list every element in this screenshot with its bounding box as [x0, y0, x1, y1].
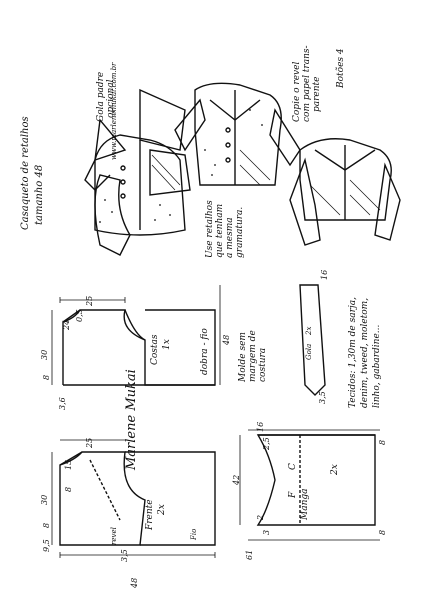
costas-piece [62, 309, 216, 386]
copie-line-1: Copie o revel [292, 61, 302, 122]
manga-piece [256, 434, 376, 526]
retalhos-line-4: gramatura. [235, 206, 245, 258]
manga-dim-2: 2 [256, 514, 265, 520]
costas-dim-36: 3,6 [58, 397, 67, 410]
manga-dim-25: 2,5 [262, 437, 271, 450]
frente-fio: Fio [190, 528, 198, 540]
frente-dim-15: 15 [64, 459, 73, 470]
manga-dim-42: 42 [232, 474, 241, 485]
signature: Marlene Mukai [124, 369, 139, 470]
costas-dim-8: 8 [42, 374, 51, 380]
manga-dim-8b: 8 [378, 529, 387, 535]
molde-line-3: costura [258, 347, 268, 382]
title-line-1: Casaqueto de retalhos [20, 116, 31, 230]
costas-dim-width: 25 [85, 295, 94, 306]
botoes-text: Botões 4 [336, 48, 346, 88]
costas-qty: 1x [162, 339, 172, 350]
gola-label: Gola [305, 343, 313, 360]
gola-piece [299, 284, 326, 396]
frente-dim-8: 8 [64, 486, 73, 492]
frente-dim-95: 9,5 [42, 539, 51, 552]
jacket-illustration-1 [84, 88, 191, 256]
tecidos-line-3: linho, gabardine... [372, 324, 382, 408]
frente-qty: 2x [157, 504, 167, 515]
frente-dim-height: 48 [130, 577, 139, 588]
retalhos-line-1: Use retalhos [205, 200, 215, 258]
manga-c: C [288, 463, 298, 470]
costas-dim-24: 24 [62, 319, 71, 330]
costas-dim-height: 48 [222, 334, 231, 345]
jacket-illustration-3 [289, 138, 401, 246]
frente-dim-30: 30 [40, 494, 49, 505]
manga-dim-16: 16 [256, 421, 265, 432]
gola-opcional-line-1: Gola padre [96, 71, 106, 122]
copie-line-3: parente [312, 76, 322, 113]
frente-piece [59, 451, 216, 546]
manga-label: Manga [300, 488, 310, 520]
frente-label: Frente [145, 499, 155, 530]
retalhos-line-2: que tenham [215, 203, 225, 258]
title-line-2: tamanho 48 [34, 164, 45, 225]
costas-dim-30: 30 [40, 349, 49, 360]
manga-dim-61: 61 [245, 549, 254, 560]
manga-f: F [288, 491, 298, 498]
manga-qty: 2x [330, 464, 340, 475]
costas-fold: dobra - fio [200, 328, 210, 375]
molde-line-1: Molde sem [238, 332, 248, 382]
retalhos-line-3: a mesma [225, 217, 235, 258]
frente-dim-width: 25 [85, 437, 94, 448]
manga-dim-3: 3 [262, 529, 271, 535]
frente-dim-8b: 8 [42, 522, 51, 528]
tecidos-line-2: denim, tweed, moletom, [360, 297, 370, 408]
copie-line-2: com papel trans- [302, 45, 312, 122]
frente-revel: revel [110, 527, 118, 545]
gola-qty: 2x [305, 326, 313, 335]
gola-dim-16: 16 [320, 269, 329, 280]
manga-dim-8a: 8 [378, 439, 387, 445]
jacket-illustration-2 [174, 82, 301, 186]
tecidos-line-1: Tecidos: 1,30m de sarja, [348, 297, 358, 408]
costas-label: Costas [150, 334, 160, 365]
gola-opcional-line-2: opcional [106, 79, 116, 118]
costas-dim-05: 0,5 [75, 309, 84, 322]
molde-line-2: margem de [248, 330, 258, 382]
gola-dim-35: 3,5 [318, 391, 327, 404]
frente-dim-35: 3,5 [120, 549, 129, 562]
